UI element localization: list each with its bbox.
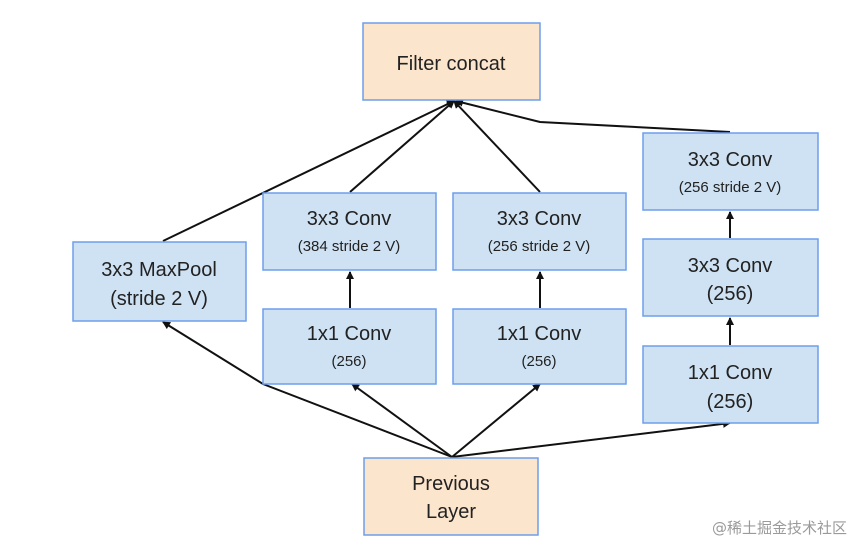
node-b3-conv1-line2: (256) <box>521 353 556 370</box>
node-b2-conv1-line1: 1x1 Conv <box>307 323 392 345</box>
node-maxpool-line1: 3x3 MaxPool <box>101 259 217 281</box>
node-b4-conv3-top-line2: (256 stride 2 V) <box>679 179 782 196</box>
arrow-prev-to-b3-conv1 <box>451 383 541 458</box>
node-b3-conv1: 1x1 Conv (256) <box>452 308 627 385</box>
arrow-maxpool-to-concat <box>162 100 455 242</box>
arrow-b4-top-to-concat <box>455 98 731 133</box>
node-maxpool: 3x3 MaxPool (stride 2 V) <box>72 241 247 322</box>
node-b4-conv3-top-box <box>642 132 819 211</box>
node-b2-conv1-line2: (256) <box>331 353 366 370</box>
node-b2-conv3-line1: 3x3 Conv <box>307 208 392 230</box>
node-b2-conv1-box <box>262 308 437 385</box>
node-b4-conv3-top: 3x3 Conv (256 stride 2 V) <box>642 132 819 211</box>
node-maxpool-box <box>72 241 247 322</box>
node-b3-conv1-line1: 1x1 Conv <box>497 323 582 345</box>
arrow-b2-conv3-to-concat <box>349 100 455 193</box>
node-b3-conv3-line2: (256 stride 2 V) <box>488 238 591 255</box>
node-previous-layer-box <box>363 457 539 536</box>
node-b3-conv3-box <box>452 192 627 271</box>
watermark: @稀土掘金技术社区 <box>711 519 847 537</box>
node-b4-conv3-top-line1: 3x3 Conv <box>688 149 773 171</box>
node-b4-conv1-line1: 1x1 Conv <box>688 362 773 384</box>
node-filter-concat-label: Filter concat <box>397 53 506 75</box>
node-b2-conv3: 3x3 Conv (384 stride 2 V) <box>262 192 437 271</box>
node-b4-conv1: 1x1 Conv (256) <box>642 345 819 424</box>
node-b4-conv3-mid-line2: (256) <box>707 283 754 305</box>
node-b3-conv3: 3x3 Conv (256 stride 2 V) <box>452 192 627 271</box>
node-b4-conv1-line2: (256) <box>707 391 754 413</box>
arrow-prev-to-b2-conv1 <box>351 383 453 458</box>
node-filter-concat: Filter concat <box>362 22 541 101</box>
node-previous-layer-line1: Previous <box>412 473 490 495</box>
node-previous-layer-line2: Layer <box>426 501 476 523</box>
node-b4-conv3-mid-box <box>642 238 819 317</box>
node-b3-conv3-line1: 3x3 Conv <box>497 208 582 230</box>
node-filter-concat-box <box>362 22 541 101</box>
node-b3-conv1-box <box>452 308 627 385</box>
node-maxpool-line2: (stride 2 V) <box>110 288 208 310</box>
node-b2-conv3-line2: (384 stride 2 V) <box>298 238 401 255</box>
node-b2-conv3-box <box>262 192 437 271</box>
node-previous-layer: Previous Layer <box>363 457 539 536</box>
node-b4-conv1-box <box>642 345 819 424</box>
arrow-prev-to-b4-conv1 <box>451 419 731 458</box>
node-b2-conv1: 1x1 Conv (256) <box>262 308 437 385</box>
node-b4-conv3-mid-line1: 3x3 Conv <box>688 255 773 277</box>
arrow-b3-conv3-to-concat <box>453 100 541 193</box>
node-b4-conv3-mid: 3x3 Conv (256) <box>642 238 819 317</box>
